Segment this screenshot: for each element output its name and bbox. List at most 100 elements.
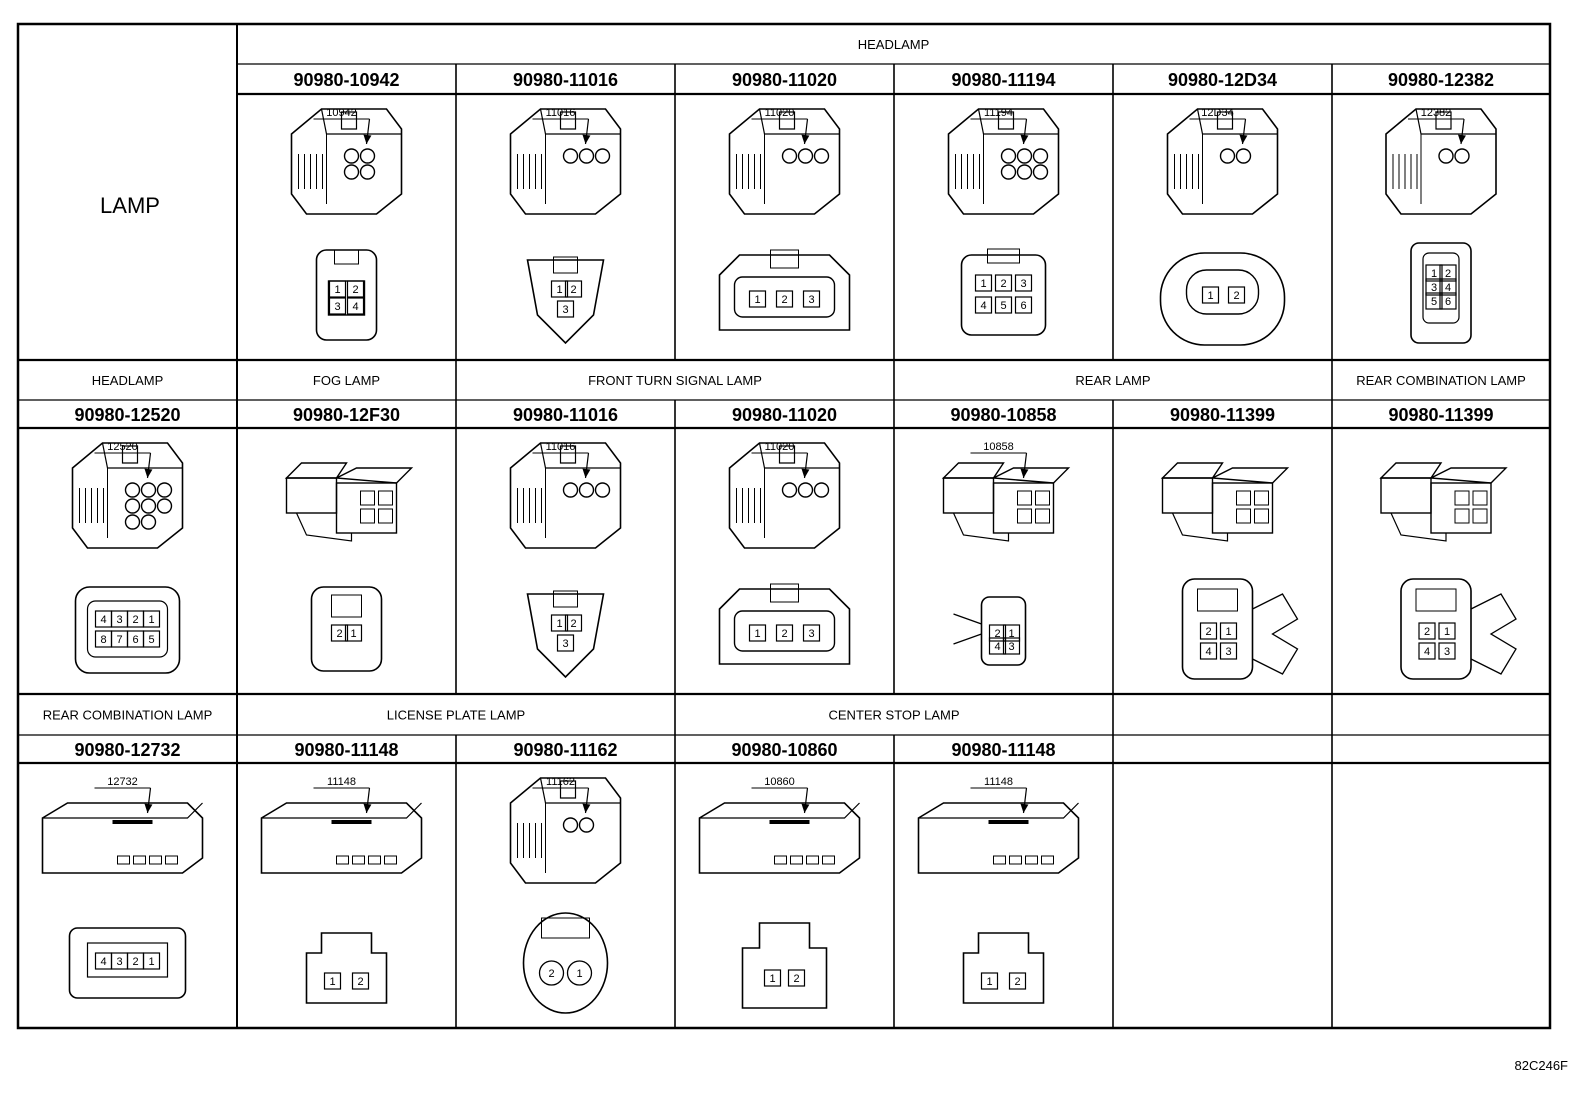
pin-socket (562, 148, 579, 164)
callout-label: 11016 (546, 441, 576, 453)
pin-number: 3 (116, 614, 122, 626)
housing-front (1430, 482, 1492, 534)
pin-cavity (1425, 278, 1443, 296)
pin-number: 1 (754, 628, 760, 640)
pin-cavity (994, 296, 1013, 314)
pin-socket (562, 817, 579, 833)
callout-label: 10942 (326, 107, 357, 119)
face-outline (962, 932, 1045, 1004)
pin-number: 1 (148, 956, 154, 968)
housing-outline (728, 442, 841, 549)
pin-socket (1236, 508, 1251, 524)
pin-cavity (980, 972, 999, 990)
connector-body (509, 442, 622, 549)
pin-number: 7 (116, 634, 122, 646)
pin-socket (156, 498, 173, 514)
pin-cavity (802, 290, 821, 308)
group-label: REAR COMBINATION LAMP (43, 708, 213, 723)
callout-arrowhead (144, 468, 153, 478)
pin-number: 3 (1444, 646, 1450, 658)
pin-number: 4 (352, 301, 358, 313)
clip (1390, 512, 1447, 542)
housing-top (1428, 467, 1508, 484)
pin-number: 2 (1000, 278, 1006, 290)
pin-number: 6 (1020, 300, 1026, 312)
pin-cavity (556, 634, 575, 652)
housing-rear (1161, 477, 1214, 514)
pin-socket (124, 498, 141, 514)
housing-top (1160, 462, 1224, 479)
pin-socket (1454, 148, 1470, 164)
part-number: 90980-12382 (1388, 70, 1494, 90)
pin-number: 1 (754, 294, 760, 306)
group-label: FRONT TURN SIGNAL LAMP (588, 373, 762, 388)
connector-body (698, 802, 861, 874)
pin-cavity (344, 624, 363, 642)
callout-arrowhead (801, 468, 810, 478)
callout-label: 12D34 (1201, 107, 1233, 119)
pin-cavity (1008, 972, 1027, 990)
id-mark (988, 820, 1029, 824)
pin-socket (806, 855, 819, 865)
callout-arrowhead (582, 134, 591, 144)
connector-body (71, 442, 184, 549)
face-outline (1159, 252, 1286, 346)
connector-body (917, 802, 1080, 874)
pin-socket (1016, 164, 1033, 180)
pin-number: 3 (562, 638, 568, 650)
part-number: 90980-11399 (1388, 405, 1493, 425)
pin-socket (1032, 164, 1049, 180)
pin-cavity (1439, 278, 1457, 296)
pin-number: 1 (1431, 268, 1437, 280)
cavity-block (733, 276, 836, 318)
pin-number: 5 (1431, 296, 1437, 308)
latch (559, 445, 577, 464)
group-label: HEADLAMP (858, 37, 930, 52)
face-outline (310, 586, 383, 672)
pin-cavity (787, 969, 806, 987)
housing-top (990, 467, 1071, 484)
pin-cavity (142, 952, 161, 970)
latch (997, 111, 1015, 130)
pin-socket (360, 508, 375, 524)
connector-body (41, 802, 204, 874)
callout-label: 11020 (765, 107, 795, 119)
pin-cavity (1438, 642, 1456, 660)
pin-socket (117, 855, 130, 865)
id-mark (331, 820, 372, 824)
housing-outline (71, 442, 184, 549)
pin-socket (359, 148, 376, 164)
face-outline (741, 922, 828, 1009)
connector-body (1166, 108, 1279, 215)
latch (1415, 588, 1457, 612)
pin-number: 2 (1014, 976, 1020, 988)
pin-cavity (323, 972, 342, 990)
pin-socket (1235, 148, 1252, 164)
part-number: 90980-11020 (732, 405, 837, 425)
callout-arrowhead (363, 134, 372, 144)
latch (331, 594, 362, 618)
connector-body (728, 442, 841, 549)
pin-cavity (1014, 274, 1033, 292)
pin-socket (378, 490, 393, 506)
housing-front (1211, 482, 1274, 534)
pin-socket (156, 482, 173, 498)
housing-rear (1380, 477, 1432, 514)
pin-cavity (346, 297, 365, 315)
pin-number: 6 (1445, 296, 1451, 308)
pin-socket (1000, 164, 1017, 180)
pin-cavity (1425, 264, 1443, 282)
housing-front (992, 482, 1055, 534)
pin-socket (1009, 855, 1022, 865)
pin-socket (165, 855, 178, 865)
housing-top (333, 467, 414, 484)
pin-socket (124, 514, 141, 530)
clip (1470, 593, 1517, 675)
